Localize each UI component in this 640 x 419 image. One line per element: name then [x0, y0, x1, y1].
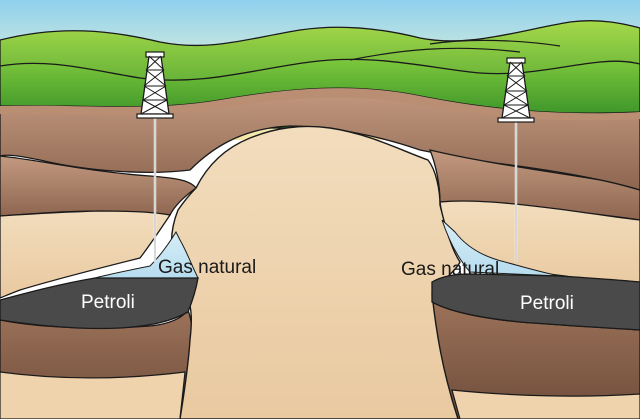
drilling-rig-icon — [497, 57, 535, 123]
oil-layer-left — [0, 277, 199, 330]
gas-pocket-left — [94, 230, 199, 279]
gas-pocket-right — [441, 219, 561, 277]
gas-label-left: Gas natural — [158, 257, 256, 278]
oil-label-left: Petroli — [81, 292, 135, 313]
sand-layer-left — [0, 210, 172, 299]
drilling-rig-icon — [136, 51, 174, 119]
gas-label-right: Gas natural — [401, 259, 499, 280]
oil-layer-right — [431, 273, 640, 331]
oil-label-right: Petroli — [520, 293, 574, 314]
